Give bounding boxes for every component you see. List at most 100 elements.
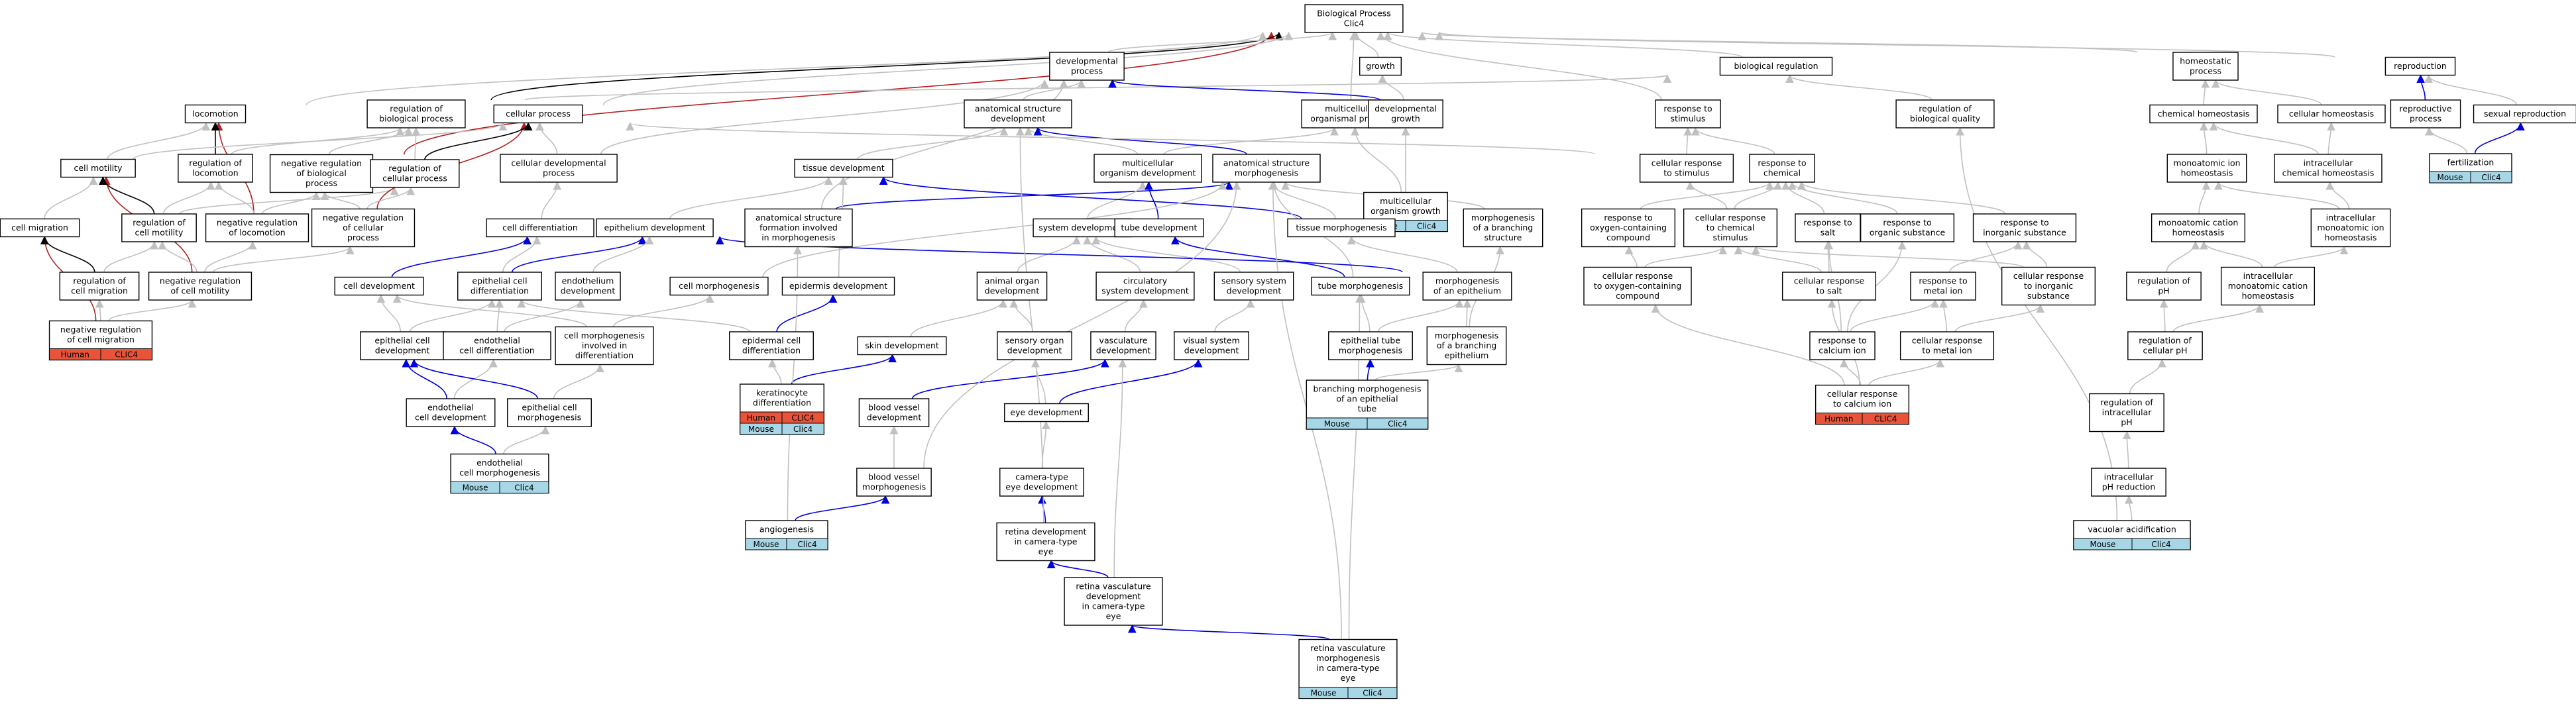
go-term-node[interactable]: growth xyxy=(1359,56,1402,76)
go-term-node[interactable]: skin development xyxy=(857,336,947,356)
go-term-node[interactable]: eye development xyxy=(1004,403,1089,423)
node-label: tube morphogenesis xyxy=(1318,281,1404,291)
go-term-node[interactable]: cell development xyxy=(334,276,424,296)
go-term-node[interactable]: cell differentiation xyxy=(486,218,594,238)
go-term-node[interactable]: cell migration xyxy=(0,218,80,238)
go-term-node[interactable]: tissue morphogenesis xyxy=(1287,218,1396,238)
go-term-node[interactable]: biological regulation xyxy=(1719,56,1833,76)
node-label: branching morphogenesis xyxy=(1314,384,1422,394)
go-term-node[interactable]: tissue development xyxy=(794,158,893,178)
go-term-node[interactable]: cellular homeostasis xyxy=(2277,104,2386,124)
go-term-node[interactable]: epithelium development xyxy=(596,218,714,238)
go-term-node[interactable]: cellular process xyxy=(493,104,583,124)
go-term-node[interactable]: reproduction xyxy=(2384,56,2456,76)
go-term-node[interactable]: chemical homeostasis xyxy=(2149,104,2258,124)
go-term-node[interactable]: tube morphogenesis xyxy=(1311,276,1410,296)
node-label: intracellular xyxy=(2102,407,2153,417)
go-term-node[interactable]: sexual reproduction xyxy=(2473,104,2576,124)
go-term-node[interactable]: cell motility xyxy=(60,158,136,178)
go-term-node[interactable]: cell morphogenesis xyxy=(669,276,769,296)
go-term-node[interactable]: tube development xyxy=(1114,218,1204,238)
node-box xyxy=(729,331,814,360)
go-term-node[interactable]: locomotion xyxy=(184,104,247,124)
go-term-node[interactable]: epidermis development xyxy=(781,276,895,296)
